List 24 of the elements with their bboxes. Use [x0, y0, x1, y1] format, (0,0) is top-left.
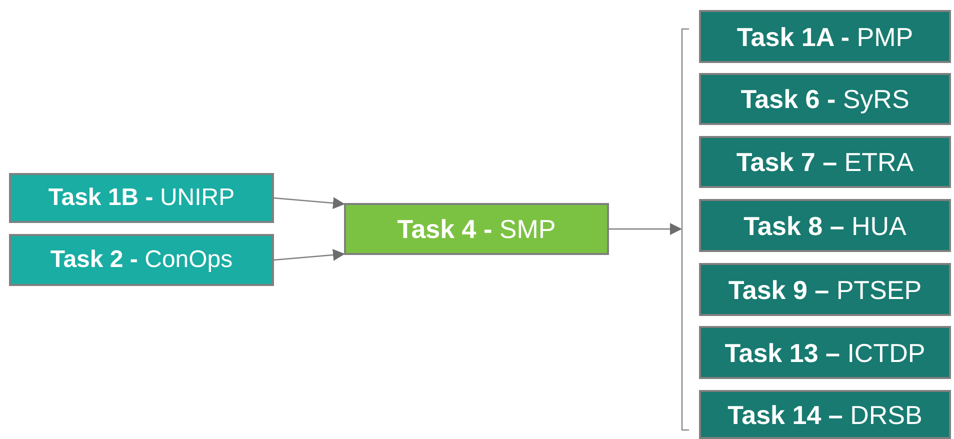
task-box — [344, 203, 609, 255]
task-label: Task 4 - SMP — [397, 216, 556, 242]
task-label: Task 13 – ICTDP — [724, 340, 926, 366]
task-label: Task 8 – HUA — [744, 212, 906, 238]
task-box — [699, 199, 951, 252]
task-box — [699, 10, 951, 63]
task-label: Task 6 - SyRS — [740, 86, 910, 112]
task-box — [699, 73, 951, 125]
task-box — [9, 234, 274, 286]
arrow — [274, 248, 345, 261]
arrow — [609, 223, 682, 235]
task-box — [699, 326, 951, 379]
task-label: Task 14 – DRSB — [728, 402, 922, 428]
task-label: Task 2 - ConOps — [50, 248, 233, 272]
task-box — [699, 136, 951, 188]
task-box — [699, 263, 951, 316]
task-box — [699, 390, 951, 439]
task-box — [9, 173, 274, 223]
bracket — [681, 28, 689, 431]
arrow — [274, 197, 345, 210]
task-label: Task 1A - PMP — [736, 24, 914, 50]
task-label: Task 1B - UNIRP — [48, 186, 235, 210]
task-label: Task 7 – ETRA — [736, 149, 914, 175]
task-label: Task 9 – PTSEP — [728, 276, 922, 302]
